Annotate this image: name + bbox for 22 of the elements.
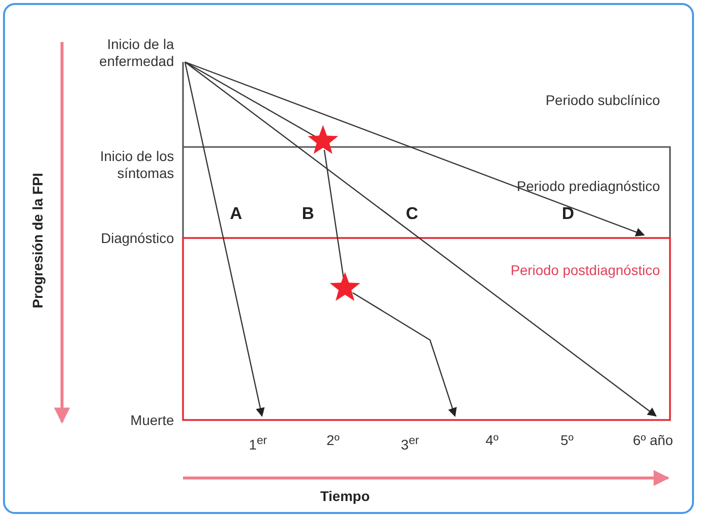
arrow (352, 292, 457, 417)
tick-label: 2º (326, 432, 340, 449)
period-label: Periodo prediagnóstico (516, 178, 660, 195)
axis-title: Tiempo (319, 488, 371, 505)
tick-label: 6º año (632, 432, 674, 449)
axis-label: Diagnóstico (100, 230, 174, 247)
period-label: Periodo subclínico (544, 92, 660, 109)
star-marker (308, 125, 338, 154)
tick-label: 5º (560, 432, 574, 449)
trajectory-letter: C (404, 205, 420, 222)
trajectory-letter: D (560, 205, 576, 222)
star-marker (330, 272, 360, 301)
axis-label: Inicio de la enfermedad (98, 36, 174, 70)
period-label: Periodo postdiagnóstico (510, 262, 660, 279)
axis-label: Inicio de los síntomas (99, 148, 174, 182)
trajectory-letter: B (300, 205, 316, 222)
axis-label: Muerte (129, 412, 174, 429)
tick-label: 1$^{er}$ (248, 433, 268, 454)
axis-title: Progresión de la FPI (30, 172, 46, 310)
tick-label: 3$^{er}$ (400, 433, 420, 454)
tick-label: 4º (484, 432, 500, 449)
trajectory-letter: A (228, 205, 244, 222)
